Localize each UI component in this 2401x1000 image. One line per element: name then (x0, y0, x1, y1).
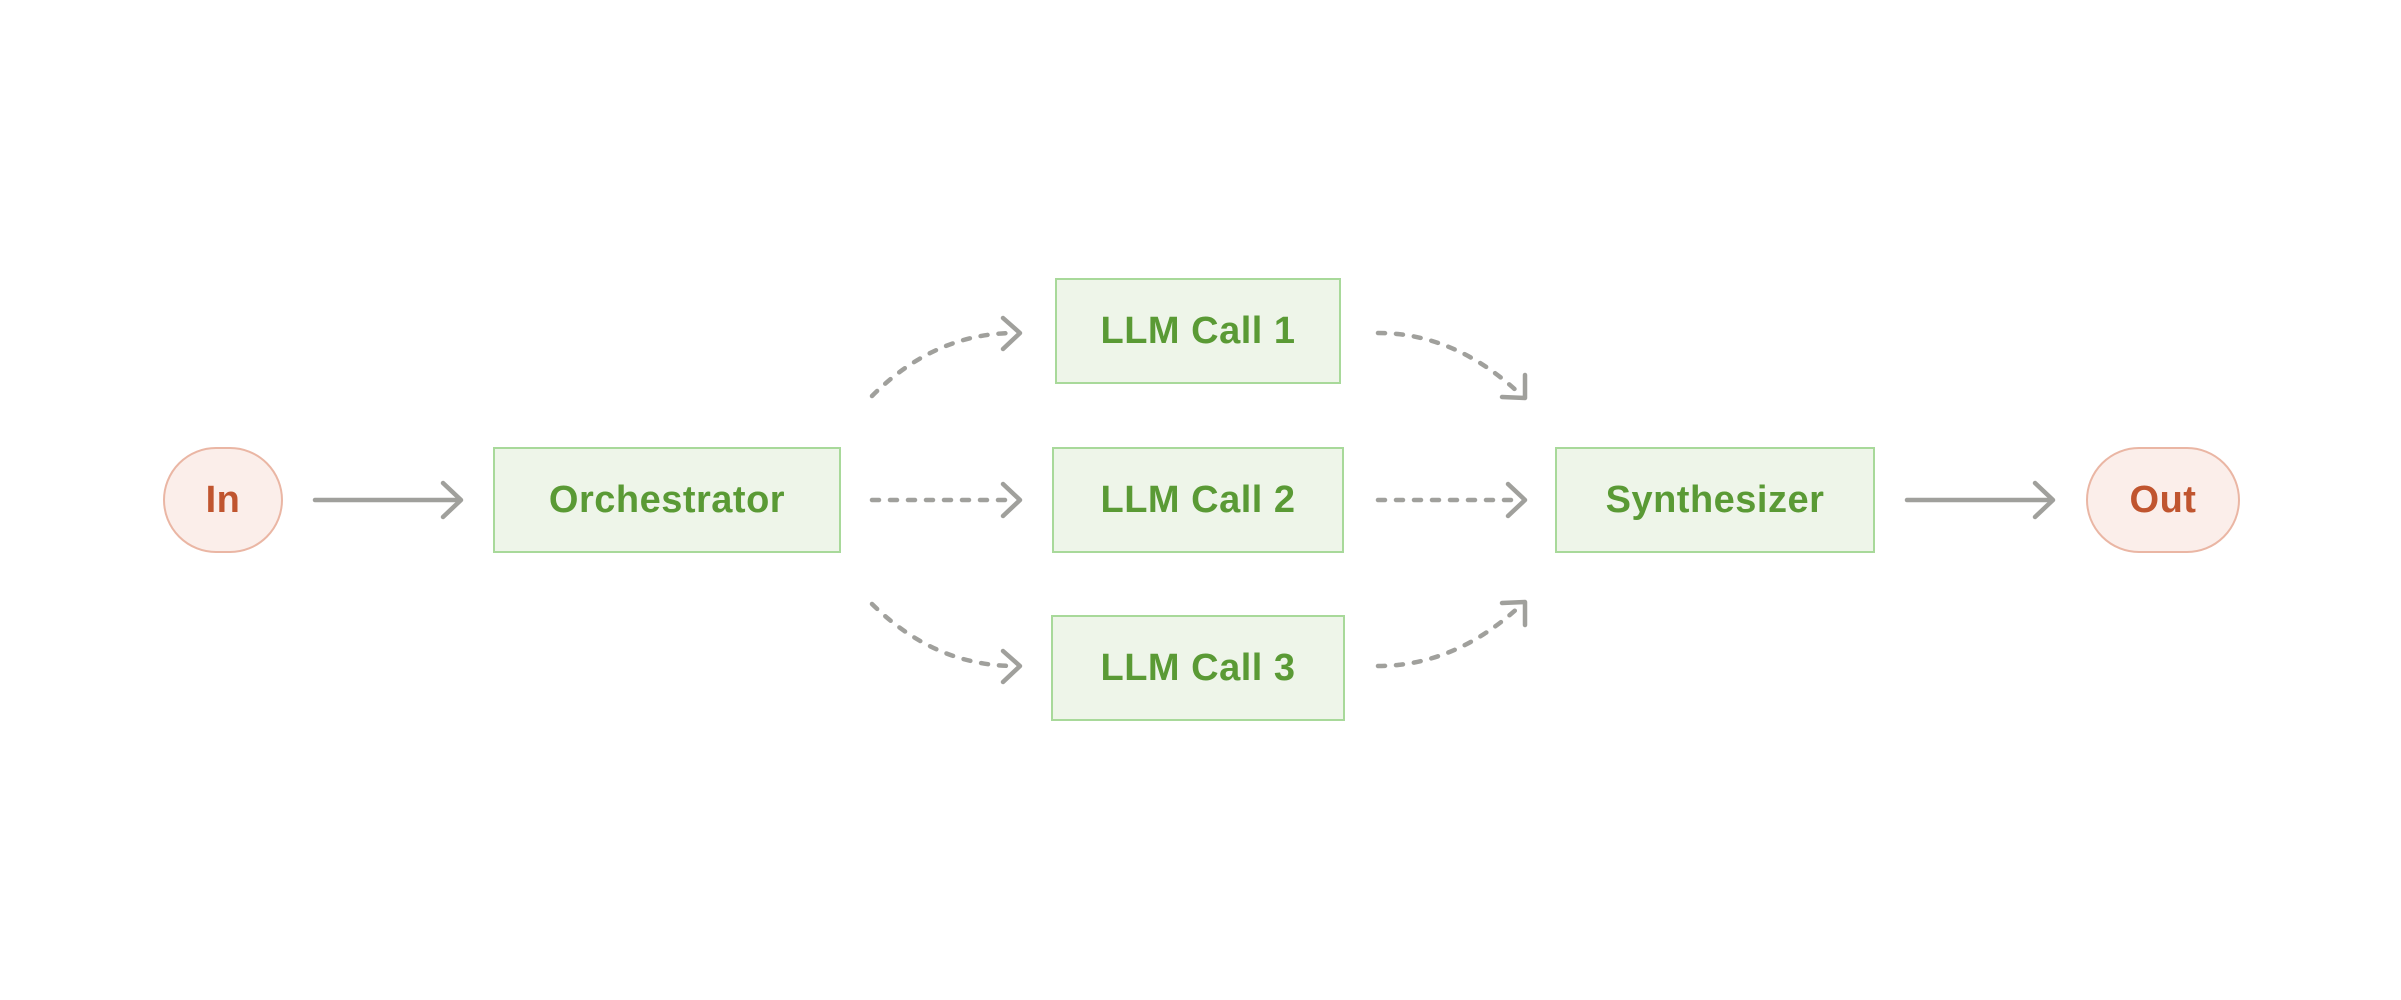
output-node: Out (2086, 447, 2240, 553)
orchestrator-node: Orchestrator (493, 447, 841, 553)
llm-call-1-node: LLM Call 1 (1055, 278, 1341, 384)
arrow-llm-call-1-to-synthesizer (1375, 330, 1528, 401)
arrow-orchestrator-to-llm-call-3 (869, 601, 1023, 685)
output-node-label: Out (2129, 478, 2197, 521)
input-node: In (163, 447, 283, 553)
arrow-llm-call-3-to-synthesizer (1375, 599, 1528, 669)
llm-call-3-label: LLM Call 3 (1100, 646, 1296, 689)
input-node-label: In (205, 478, 241, 521)
arrow-synthesizer-to-out (1904, 480, 2056, 520)
orchestrator-node-label: Orchestrator (548, 478, 786, 521)
llm-call-2-label: LLM Call 2 (1100, 478, 1296, 521)
arrow-orchestrator-to-llm-call-2 (869, 481, 1023, 519)
llm-call-2-node: LLM Call 2 (1052, 447, 1344, 553)
arrow-in-to-orchestrator (312, 480, 464, 520)
synthesizer-node-label: Synthesizer (1605, 478, 1825, 521)
llm-call-3-node: LLM Call 3 (1051, 615, 1345, 721)
llm-call-1-label: LLM Call 1 (1100, 309, 1296, 352)
arrow-llm-call-2-to-synthesizer (1375, 481, 1528, 519)
arrow-orchestrator-to-llm-call-1 (869, 315, 1023, 399)
synthesizer-node: Synthesizer (1555, 447, 1875, 553)
